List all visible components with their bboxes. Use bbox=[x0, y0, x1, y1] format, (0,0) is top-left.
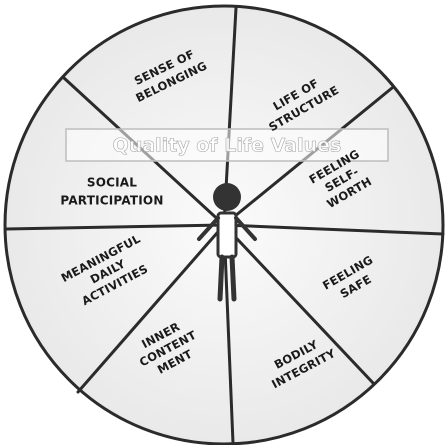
spoke-left bbox=[4, 223, 226, 231]
spoke-bottom bbox=[222, 223, 235, 445]
person-right-arm bbox=[234, 216, 257, 241]
spoke-bottom-left bbox=[76, 223, 226, 394]
person-left-arm bbox=[197, 216, 220, 241]
person-right-leg bbox=[229, 254, 237, 302]
segment-label-line: PARTICIPATION bbox=[60, 194, 163, 208]
person-left-leg bbox=[217, 254, 225, 302]
person-figure-icon bbox=[197, 183, 257, 302]
person-torso bbox=[216, 211, 238, 259]
spoke-bottom-right bbox=[222, 223, 376, 386]
segment-label-line: SOCIAL bbox=[87, 176, 137, 190]
spoke-right bbox=[222, 223, 445, 236]
person-head bbox=[213, 183, 241, 211]
center-banner-box bbox=[65, 128, 389, 162]
segment-social-participation: SOCIAL PARTICIPATION bbox=[60, 176, 163, 208]
center-banner: Quality of Life Values bbox=[65, 128, 389, 162]
center-banner-title: Quality of Life Values bbox=[113, 135, 342, 157]
